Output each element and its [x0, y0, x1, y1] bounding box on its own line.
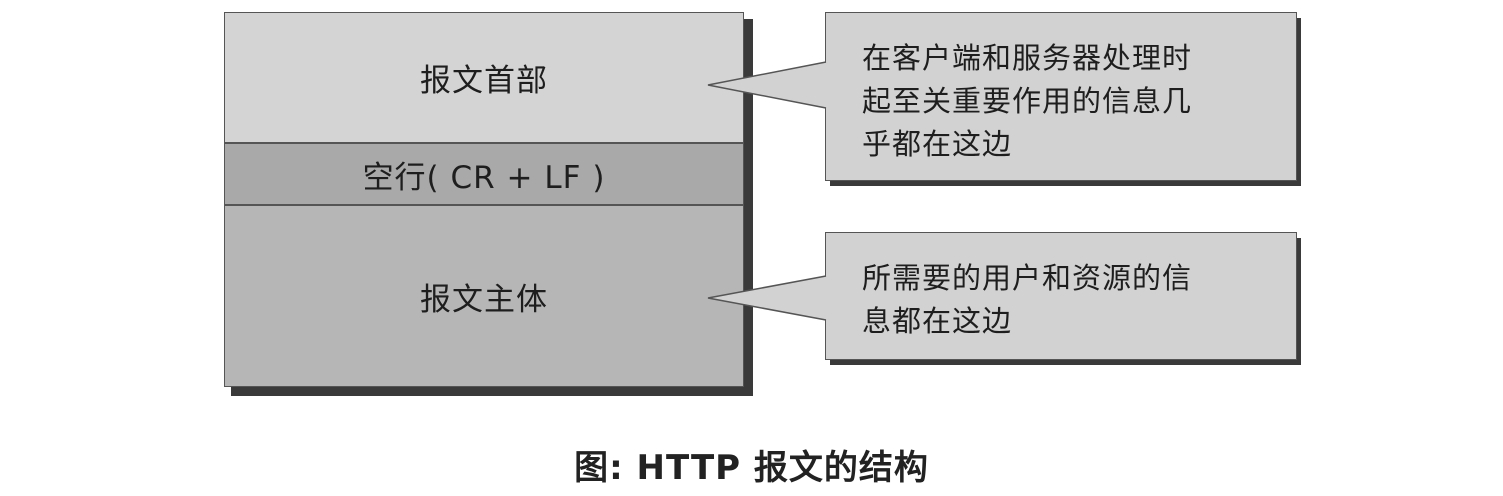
header-callout-line-2: 起至关重要作用的信息几	[862, 84, 1193, 118]
message-header-block: 报文首部	[225, 13, 743, 144]
body-callout-line-1: 所需要的用户和资源的信	[862, 261, 1193, 295]
message-body-block: 报文主体	[225, 206, 743, 386]
message-header-label: 报文首部	[420, 63, 548, 99]
body-callout-line-2: 息都在这边	[862, 304, 1013, 338]
header-callout-line-3: 乎都在这边	[862, 127, 1013, 161]
header-callout: 在客户端和服务器处理时 起至关重要作用的信息几 乎都在这边	[825, 12, 1297, 181]
figure-caption: 图: HTTP 报文的结构	[574, 448, 929, 488]
header-callout-pointer-outline	[707, 61, 827, 109]
blank-line-label: 空行( CR + LF )	[362, 159, 606, 196]
message-body-label: 报文主体	[420, 281, 548, 318]
body-callout: 所需要的用户和资源的信 息都在这边	[825, 232, 1297, 360]
header-callout-pointer	[708, 62, 826, 108]
message-stack: 报文首部 空行( CR + LF ) 报文主体	[224, 12, 744, 387]
body-callout-pointer-outline	[707, 275, 827, 321]
blank-line-block: 空行( CR + LF )	[225, 144, 743, 206]
header-callout-line-1: 在客户端和服务器处理时	[862, 41, 1193, 75]
body-callout-pointer	[708, 276, 826, 320]
